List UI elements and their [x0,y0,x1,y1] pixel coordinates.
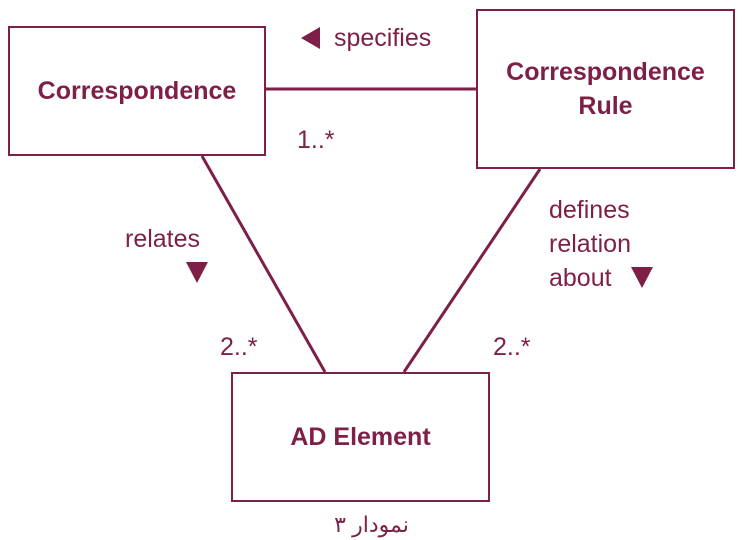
ad-element-box: AD Element [231,372,490,502]
multiplicity-rule-label: 1..* [297,126,335,154]
multiplicity-left-label: 2..* [220,333,258,361]
triangle-down-icon [186,262,208,283]
defines-label-line1: defines [549,196,630,224]
correspondence-rule-label-line1: Correspondence [506,58,705,86]
correspondence-rule-label-line2: Rule [578,92,633,120]
triangle-down-icon [631,267,653,288]
defines-label-line3: about [549,264,612,292]
relates-label: relates [125,225,201,253]
ad-element-box-label: AD Element [290,423,431,451]
correspondence-box-label: Correspondence [37,77,237,105]
correspondence-rule-box-text: Correspondence Rule [506,55,705,123]
edge-correspondence-ad-element [200,155,327,373]
correspondence-rule-box: Correspondence Rule [476,9,735,169]
defines-relation-about-label: defines relation about [549,193,631,295]
specifies-label: specifies [334,24,432,52]
defines-label-line2: relation [549,230,631,258]
correspondence-box: Correspondence [8,26,266,156]
triangle-left-icon [301,27,320,49]
figure-caption: نمودار ۳ [334,512,409,537]
edge-rule-ad-element [402,168,542,373]
multiplicity-right-label: 2..* [493,333,531,361]
